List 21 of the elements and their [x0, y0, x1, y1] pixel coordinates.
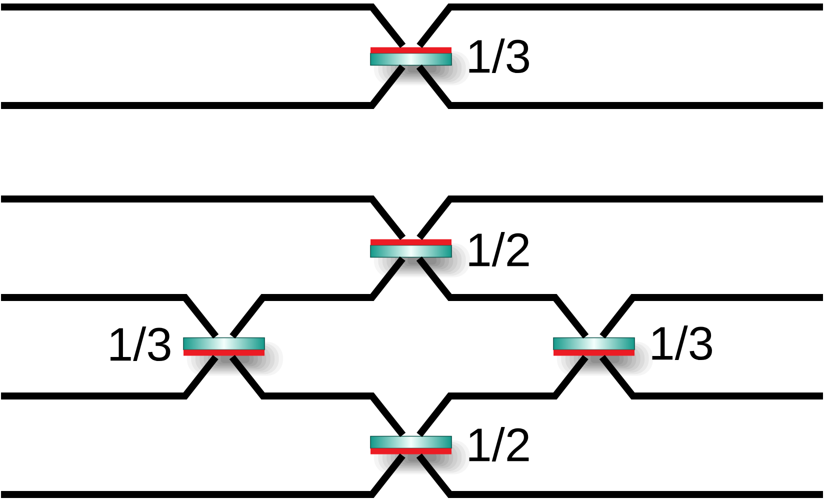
ratio-label: 1/3: [110, 326, 170, 362]
waveguide: [230, 256, 406, 339]
waveguide: [416, 64, 823, 109]
waveguide: [416, 256, 589, 339]
waveguide: [600, 294, 823, 339]
waveguide: [1, 196, 406, 240]
waveguide: [1, 453, 406, 498]
waveguide: [416, 4, 823, 48]
waveguide: [416, 196, 823, 240]
waveguide: [1, 4, 406, 48]
ratio-label: 1/3: [652, 326, 712, 360]
ratio-label: 1/3: [469, 38, 529, 74]
ratio-label: 1/2: [469, 232, 529, 267]
waveguide: [416, 354, 588, 438]
ratio-label: 1/2: [469, 427, 529, 462]
waveguide: [1, 354, 218, 400]
waveguide: [1, 294, 219, 339]
waveguide: [1, 64, 406, 109]
waveguide: [229, 354, 406, 438]
waveguide: [416, 453, 823, 498]
waveguide: [599, 354, 823, 400]
